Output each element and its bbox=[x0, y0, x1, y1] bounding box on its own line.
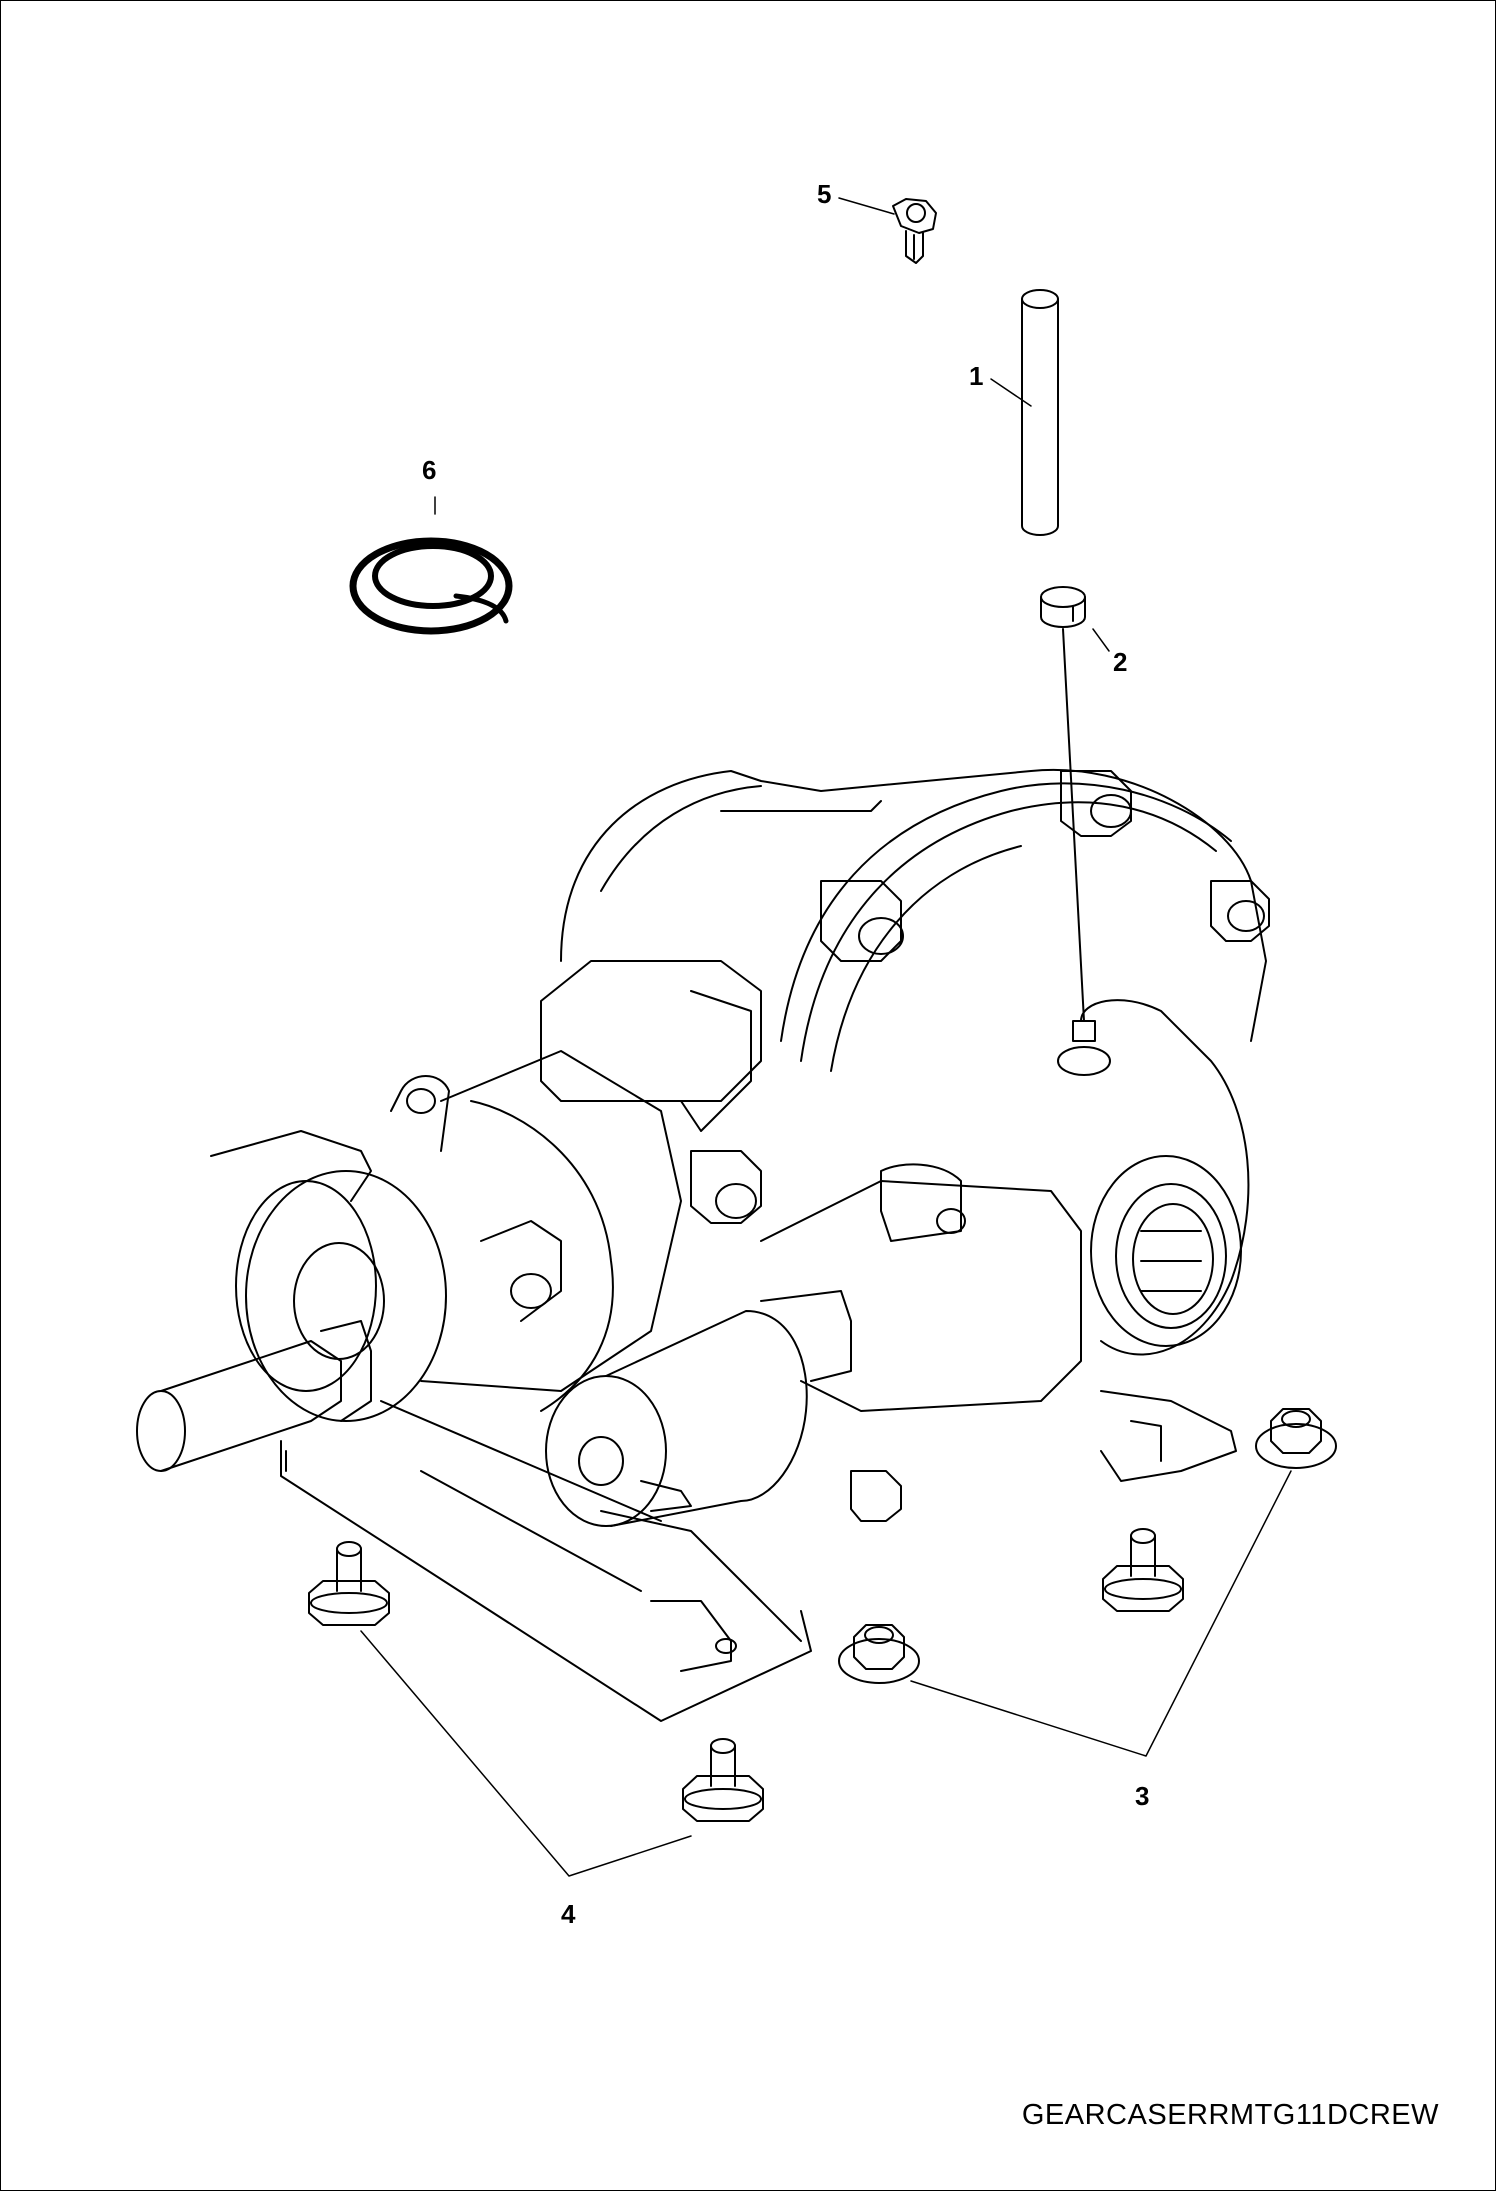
drawing-id-label: GEARCASERRMTG11DCREW bbox=[1021, 2099, 1439, 2131]
leader-3 bbox=[910, 1470, 1292, 1757]
callout-5: 5 bbox=[817, 179, 832, 209]
leader-4 bbox=[360, 1630, 692, 1877]
leader-2 bbox=[1092, 628, 1110, 652]
flange-bolts bbox=[690, 770, 1270, 1522]
callout-1: 1 bbox=[969, 361, 984, 391]
leader-1 bbox=[990, 378, 1032, 407]
part-5-clip-pin bbox=[892, 198, 937, 264]
part-4-bolt-lower bbox=[682, 1738, 764, 1822]
callout-6: 6 bbox=[422, 455, 437, 485]
part-1-rod bbox=[1021, 289, 1059, 536]
part-3-bolt bbox=[1102, 1528, 1184, 1612]
actuator-cylinder bbox=[545, 1290, 852, 1527]
part-2-install-line bbox=[1062, 628, 1085, 1022]
input-shaft-assembly bbox=[136, 1075, 562, 1472]
callout-2: 2 bbox=[1113, 647, 1128, 677]
part-6-coil-hose bbox=[349, 537, 513, 635]
callout-3: 3 bbox=[1135, 1781, 1150, 1811]
part-3-nut-center bbox=[838, 1624, 920, 1684]
part-4-bolt-upper bbox=[308, 1541, 390, 1626]
part-3-nut-right bbox=[1255, 1408, 1337, 1469]
part-2-collar bbox=[1040, 586, 1086, 628]
gearcase-housing bbox=[280, 768, 1270, 1722]
leader-lines bbox=[360, 197, 1292, 1877]
callout-4: 4 bbox=[561, 1899, 576, 1929]
leader-5 bbox=[838, 197, 895, 215]
